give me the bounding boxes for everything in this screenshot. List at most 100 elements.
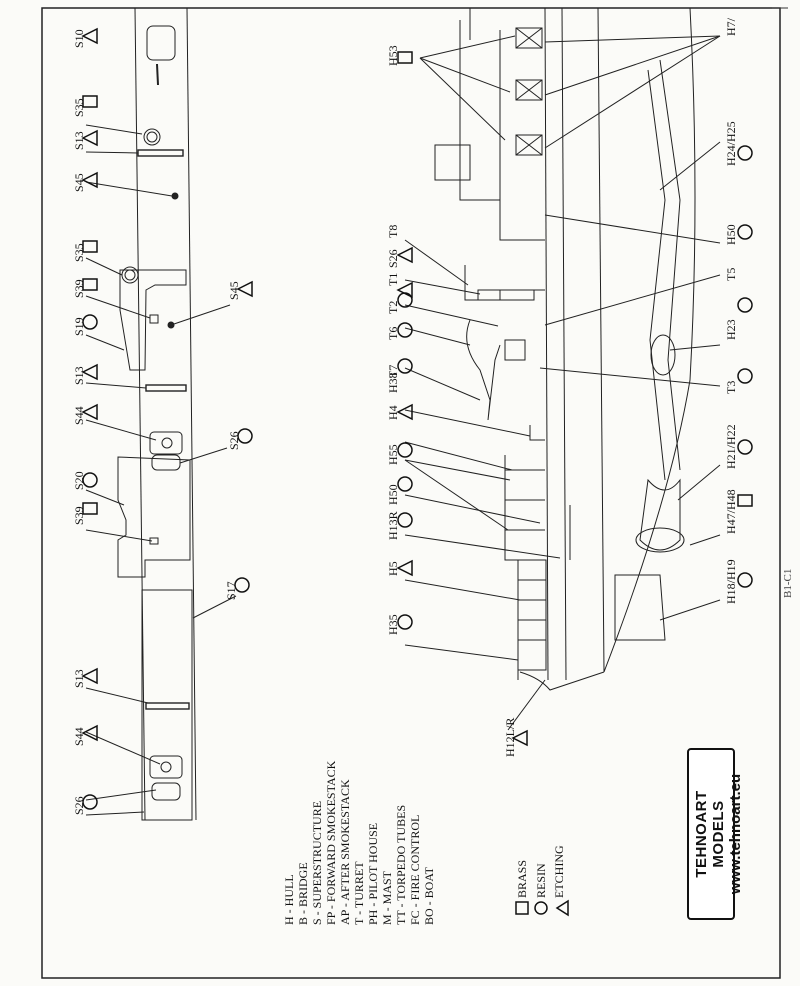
legend-hull: H - HULL bbox=[282, 874, 296, 925]
legend-fire-control: FC - FIRE CONTROL bbox=[408, 814, 422, 925]
brand-url: www.tehnoart.eu bbox=[727, 773, 744, 895]
legend-etching: ETCHING bbox=[552, 845, 566, 898]
label-h53: H53 bbox=[386, 45, 400, 66]
resin-symbol bbox=[397, 442, 413, 458]
etching-symbol bbox=[81, 363, 98, 381]
label-s20: S20 bbox=[72, 471, 86, 490]
label-s19: S19 bbox=[72, 317, 86, 336]
resin-symbol bbox=[397, 322, 413, 338]
label-s13-mid: S13 bbox=[72, 366, 86, 385]
brass-symbol bbox=[737, 494, 753, 507]
label-t6: T6 bbox=[386, 326, 400, 340]
legend-torpedo-tubes: TT - TORPEDO TUBES bbox=[394, 804, 408, 925]
brass-symbol bbox=[82, 278, 98, 291]
resin-symbol bbox=[82, 314, 98, 330]
legend-resin-symbol bbox=[534, 901, 548, 915]
resin-symbol bbox=[397, 476, 413, 492]
etching-symbol bbox=[236, 280, 253, 298]
resin-symbol bbox=[737, 145, 753, 161]
brass-symbol bbox=[397, 51, 413, 64]
legend-bridge: B - BRIDGE bbox=[296, 862, 310, 925]
label-s26-low: S26 bbox=[72, 796, 86, 815]
brand-logo: TEHNOART MODELS www.tehnoart.eu bbox=[687, 748, 744, 920]
label-h12lr: H12L/R bbox=[503, 717, 517, 757]
label-s45-mid: S45 bbox=[227, 281, 241, 300]
label-h18h19: H18/H19 bbox=[724, 559, 738, 604]
brass-symbol bbox=[82, 95, 98, 108]
resin-symbol bbox=[397, 358, 413, 374]
label-h50-top: H50 bbox=[724, 224, 738, 245]
label-t1: T1 bbox=[386, 272, 400, 286]
label-s17: S17 bbox=[224, 581, 238, 600]
label-h23: H23 bbox=[724, 319, 738, 340]
resin-symbol bbox=[737, 439, 753, 455]
label-h50-low: H50 bbox=[386, 484, 400, 505]
label-h13r: H13R bbox=[386, 511, 400, 540]
legend-brass: BRASS bbox=[515, 859, 529, 898]
label-h55: H55 bbox=[386, 444, 400, 465]
legend-pilot-house: PH - PILOT HOUSE bbox=[366, 822, 380, 925]
resin-symbol bbox=[397, 512, 413, 528]
label-s35-mid: S35 bbox=[72, 243, 86, 262]
part-symbols bbox=[81, 27, 753, 917]
brass-symbol bbox=[82, 240, 98, 253]
label-h4: H4 bbox=[386, 405, 400, 420]
legend-turret: T - TURRET bbox=[352, 861, 366, 925]
label-s39-mid: S39 bbox=[72, 279, 86, 298]
label-h38: H38 bbox=[386, 372, 400, 393]
resin-symbol bbox=[737, 572, 753, 588]
legend-superstructure: S - SUPERSTRUCTURE bbox=[310, 800, 324, 925]
brass-symbol bbox=[82, 502, 98, 515]
page-frame bbox=[41, 7, 781, 979]
label-t5: T5 bbox=[724, 267, 738, 281]
resin-symbol bbox=[234, 577, 250, 593]
resin-symbol bbox=[397, 614, 413, 630]
label-s13-top: S13 bbox=[72, 131, 86, 150]
hull-profile-view bbox=[404, 7, 721, 731]
legend-after-smokestack: AP - AFTER SMOKESTACK bbox=[338, 779, 352, 925]
label-s44-low: S44 bbox=[72, 727, 86, 746]
label-s35-top: S35 bbox=[72, 98, 86, 117]
label-h21h22: H21/H22 bbox=[724, 424, 738, 469]
etching-symbol bbox=[396, 246, 413, 264]
legend-forward-smokestack: FP - FORWARD SMOKESTACK bbox=[324, 760, 338, 925]
label-h7: H7/ bbox=[724, 18, 738, 36]
legend-brass-symbol bbox=[515, 901, 529, 915]
etching-symbol bbox=[511, 729, 528, 747]
label-s39-low: S39 bbox=[72, 506, 86, 525]
etching-symbol bbox=[81, 27, 98, 45]
label-s44-top: S44 bbox=[72, 406, 86, 425]
label-h5: H5 bbox=[386, 561, 400, 576]
label-t8: T8 bbox=[386, 224, 400, 238]
resin-symbol bbox=[82, 794, 98, 810]
etching-symbol bbox=[81, 403, 98, 421]
page-code: B1-C1 bbox=[782, 568, 794, 598]
etching-symbol bbox=[81, 129, 98, 147]
label-s10: S10 bbox=[72, 29, 86, 48]
label-s45-top: S45 bbox=[72, 173, 86, 192]
label-t3: T3 bbox=[724, 380, 738, 394]
label-h47h48: H47/H48 bbox=[724, 489, 738, 534]
resin-symbol bbox=[237, 428, 253, 444]
resin-symbol bbox=[397, 292, 413, 308]
etching-symbol bbox=[81, 171, 98, 189]
label-s26-mid: S26 bbox=[227, 431, 241, 450]
resin-symbol bbox=[737, 297, 753, 313]
legend-mast: M - MAST bbox=[380, 870, 394, 925]
label-s26-right: S26 bbox=[386, 249, 400, 268]
legend-etching-symbol bbox=[555, 899, 569, 917]
superstructure-view bbox=[85, 7, 237, 821]
etching-symbol bbox=[396, 559, 413, 577]
label-s13-low: S13 bbox=[72, 669, 86, 688]
brand-name: TEHNOART MODELS bbox=[693, 790, 727, 878]
label-h24h25: H24/H25 bbox=[724, 121, 738, 166]
label-h35: H35 bbox=[386, 614, 400, 635]
legend-resin: RESIN bbox=[534, 863, 548, 898]
etching-symbol bbox=[81, 724, 98, 742]
label-t2: T2 bbox=[386, 300, 400, 314]
etching-symbol bbox=[81, 667, 98, 685]
resin-symbol bbox=[737, 224, 753, 240]
resin-symbol bbox=[82, 472, 98, 488]
resin-symbol bbox=[737, 368, 753, 384]
